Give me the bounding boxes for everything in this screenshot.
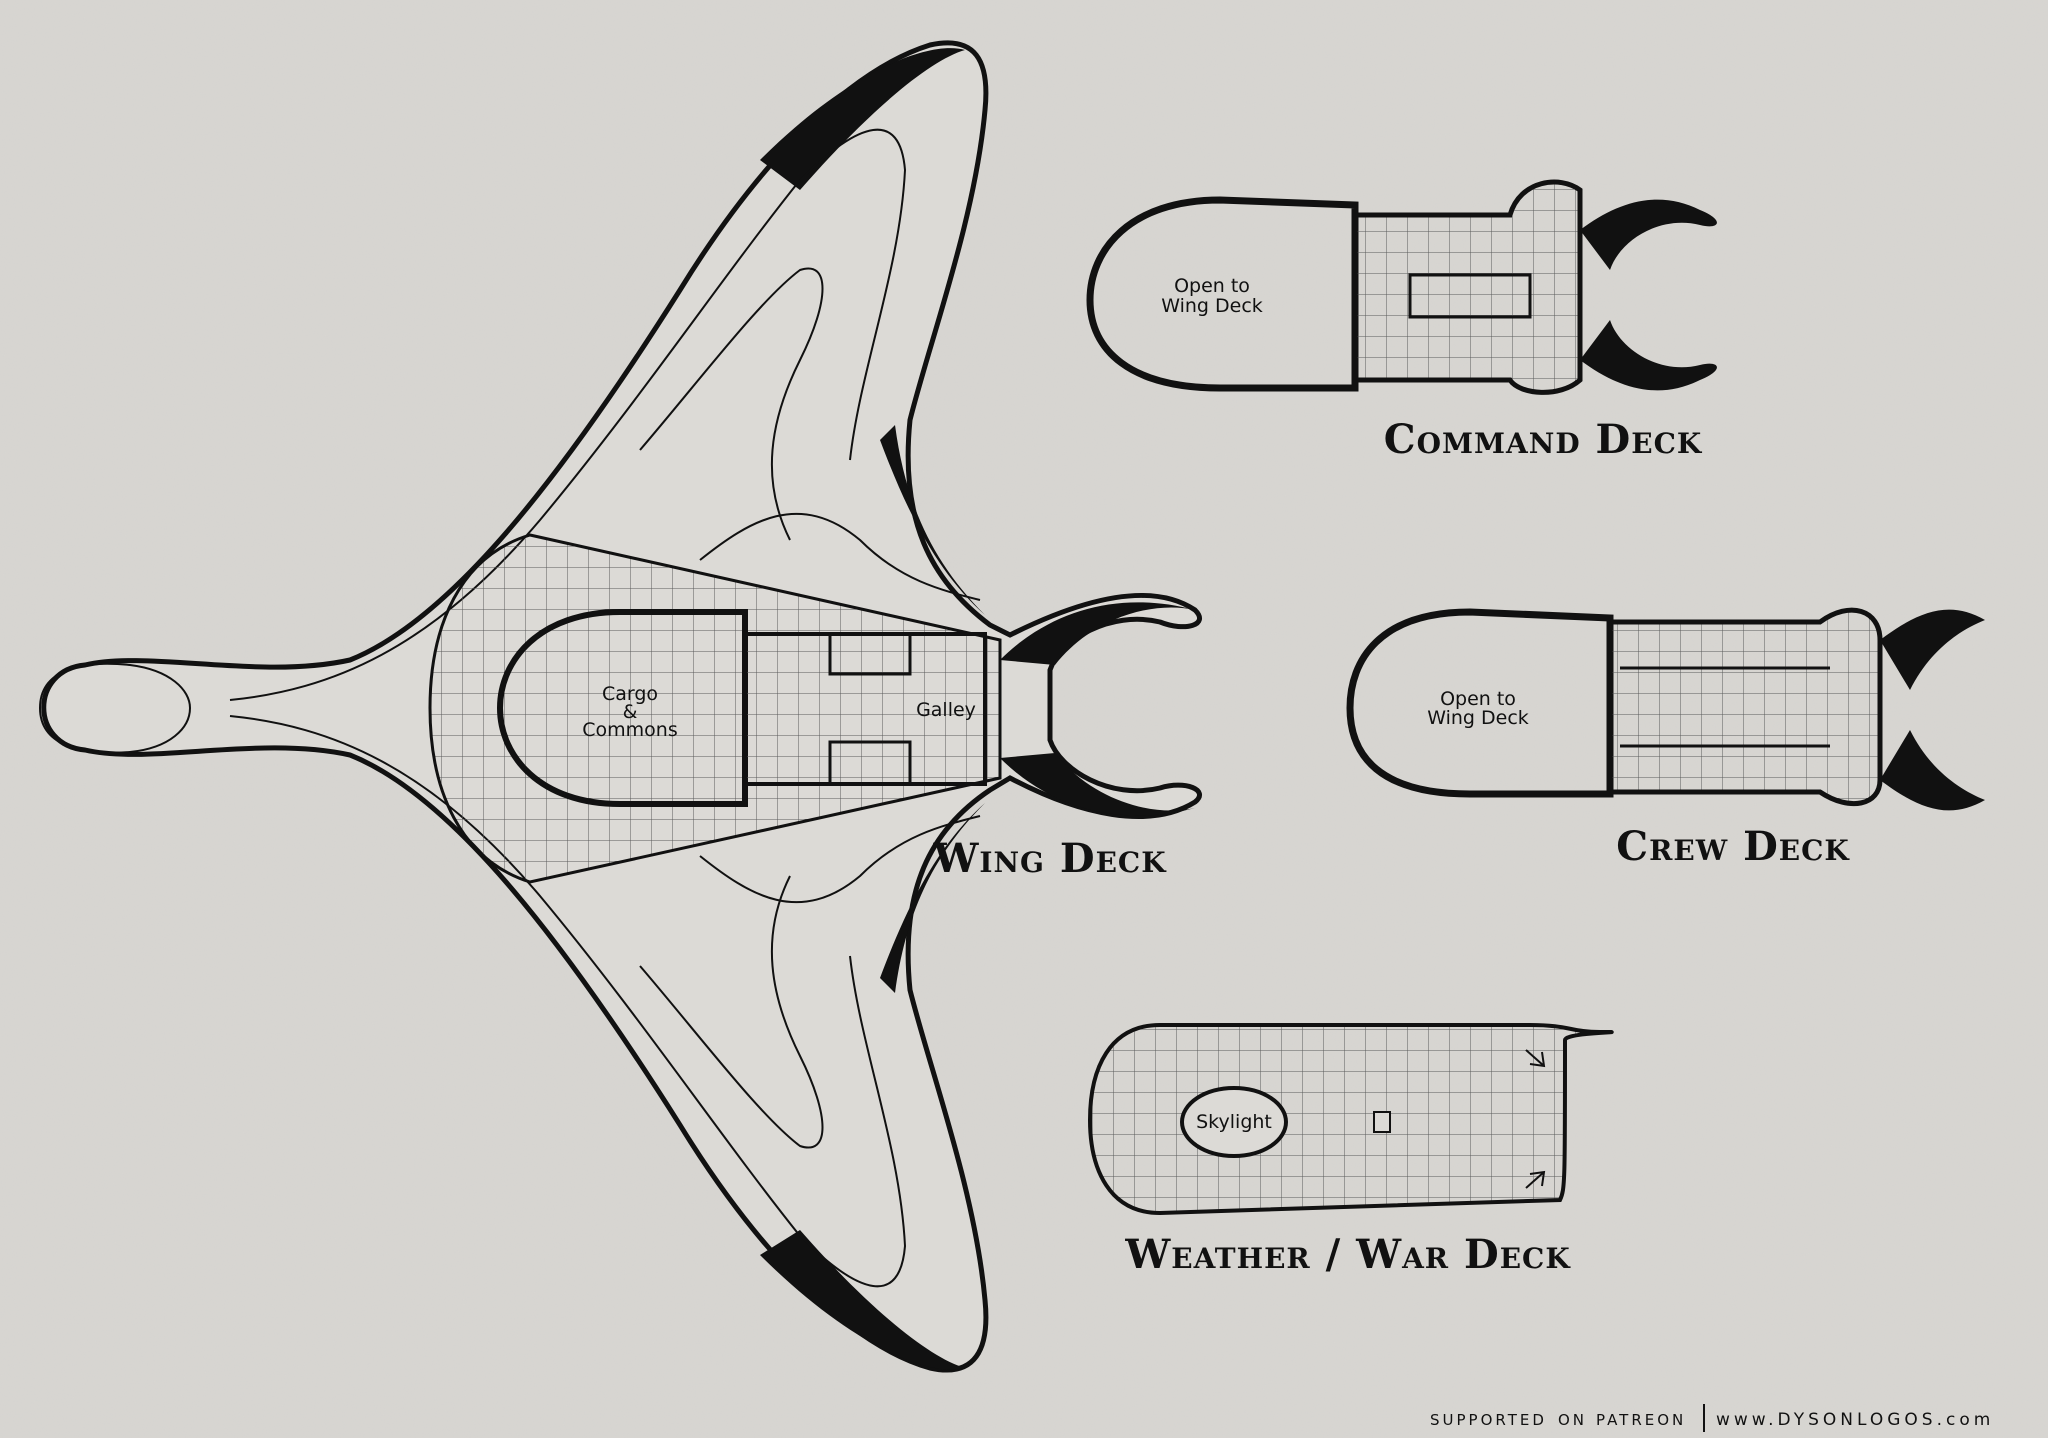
wing-contour: [699, 512, 981, 601]
crew-deck-map: [1346, 607, 1985, 811]
command-deck-open-area: [1086, 196, 1359, 392]
command-deck-grid: [1352, 179, 1583, 395]
ballista-icon: [1525, 1170, 1546, 1189]
ink-shading: [1000, 602, 1195, 665]
ink-shading: [1580, 199, 1717, 270]
command-console: [1408, 273, 1532, 319]
command-open-label-line1: Open to: [1174, 275, 1250, 297]
weather-deck-title: Weather / War Deck: [1124, 1231, 1571, 1278]
wing-cabin: [828, 740, 912, 786]
cargo-label-line2: &: [623, 701, 638, 723]
crew-deck-title: Crew Deck: [1616, 823, 1850, 870]
crew-open-label-line1: Open to: [1440, 688, 1516, 710]
wing-contour: [639, 267, 824, 541]
skylight-label: Skylight: [1196, 1111, 1272, 1133]
cargo-label-line3: Commons: [582, 719, 677, 741]
credit-on: ON: [1558, 1411, 1587, 1429]
cargo-commons-room: [496, 609, 748, 807]
ink-shading: [880, 425, 985, 615]
galley-label: Galley: [916, 699, 976, 721]
credit-url: www.DYSONLOGOS.com: [1716, 1410, 1994, 1430]
weather-deck-grid: [1087, 1023, 1614, 1216]
credit-patreon: PATREON: [1596, 1411, 1686, 1429]
wing-deck-title: Wing Deck: [932, 835, 1167, 882]
crew-open-label-line2: Wing Deck: [1427, 707, 1529, 729]
crew-deck-grid: [1607, 607, 1883, 807]
wing-contour: [699, 815, 981, 904]
wing-contour: [639, 875, 824, 1149]
credit-supported: SUPPORTED: [1430, 1411, 1547, 1429]
ink-shading: [1580, 320, 1717, 391]
ink-shading: [1880, 609, 1985, 690]
weather-deck-map: [1087, 1023, 1614, 1216]
command-open-label-line2: Wing Deck: [1161, 295, 1263, 317]
credit-line: SUPPORTED ON PATREON www.DYSONLOGOS.com: [1430, 1404, 1994, 1432]
wing-contour: [229, 715, 907, 1288]
wing-contour: [229, 128, 907, 701]
wing-cabin: [828, 632, 912, 676]
ballista-icon: [1525, 1049, 1546, 1068]
ink-shading: [880, 803, 985, 993]
command-deck-map: [1086, 179, 1717, 395]
crew-deck-open-area: [1346, 608, 1614, 798]
cargo-label-line1: Cargo: [602, 683, 658, 705]
command-deck-title: Command Deck: [1384, 416, 1703, 463]
tail-bulb: [38, 662, 192, 754]
ink-shading: [760, 48, 965, 190]
ink-shading: [1000, 753, 1195, 816]
wing-deck-map: [38, 40, 1203, 1373]
ink-shading: [1880, 730, 1985, 811]
ink-shading: [760, 1230, 965, 1370]
hatch: [1373, 1111, 1391, 1133]
skylight-window: [1180, 1086, 1288, 1158]
